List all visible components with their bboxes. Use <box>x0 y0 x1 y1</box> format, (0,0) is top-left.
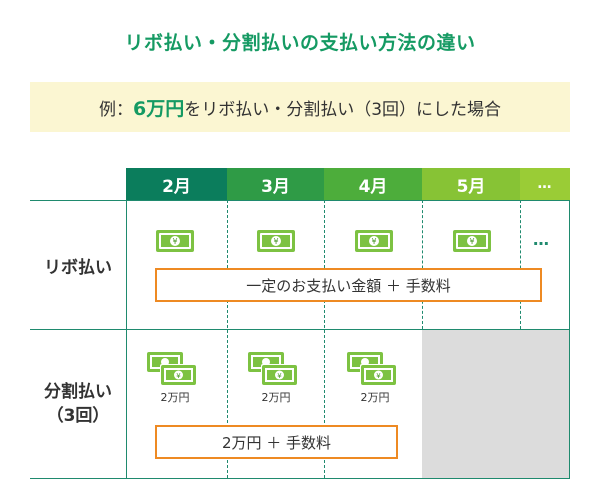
svg-text:¥: ¥ <box>172 237 177 246</box>
example-banner: 例： 6万円 をリボ払い・分割払い（3回）にした場合 <box>30 82 570 132</box>
svg-text:¥: ¥ <box>371 237 376 246</box>
svg-text:¥: ¥ <box>273 237 278 246</box>
money-bill-icon: ¥ <box>453 230 491 252</box>
svg-text:¥: ¥ <box>176 372 181 380</box>
svg-text:¥: ¥ <box>376 372 381 380</box>
installment-payment-bar: 2万円 ＋ 手数料 <box>155 425 398 459</box>
svg-text:¥: ¥ <box>277 372 282 380</box>
row-label-installment-line2: （3回） <box>46 406 110 426</box>
money-bill-stack-icon: ¥ <box>248 352 298 386</box>
example-suffix: をリボ払い・分割払い（3回）にした場合 <box>184 99 502 120</box>
schedule-grid <box>126 200 570 479</box>
grid-line-middle <box>30 329 570 330</box>
svg-text:¥: ¥ <box>469 237 474 246</box>
money-bill-icon: ¥ <box>355 230 393 252</box>
money-bill-stack-icon: ¥ <box>347 352 397 386</box>
money-bill-icon: ¥ <box>257 230 295 252</box>
month-header-mar: 3月 <box>227 168 324 200</box>
empty-cells <box>422 330 569 478</box>
row-label-revo: リボ払い <box>44 258 112 278</box>
money-bill-stack-icon: ¥ <box>147 352 197 386</box>
row-label-installment: 分割払い （3回） <box>30 380 126 428</box>
column-divider <box>422 200 423 329</box>
month-header-may: 5月 <box>422 168 520 200</box>
installment-amount-apr: 2万円 <box>360 391 390 404</box>
month-header-more: … <box>520 168 570 200</box>
row-label-installment-line1: 分割払い <box>44 382 112 402</box>
example-amount: 6万円 <box>132 97 185 120</box>
example-prefix: 例： <box>98 99 133 120</box>
money-bill-icon: ¥ <box>156 230 194 252</box>
month-header-apr: 4月 <box>324 168 422 200</box>
installment-amount-feb: 2万円 <box>160 391 190 404</box>
month-header-feb: 2月 <box>126 168 227 200</box>
continue-indicator: … <box>533 230 550 249</box>
column-divider <box>520 200 521 329</box>
column-divider <box>227 200 228 478</box>
grid-line-bottom <box>30 478 126 479</box>
installment-amount-mar: 2万円 <box>261 391 291 404</box>
revo-payment-bar: 一定のお支払い金額 ＋ 手数料 <box>155 268 542 302</box>
diagram-title: リボ払い・分割払いの支払い方法の違い <box>124 32 476 54</box>
grid-line-top <box>30 200 570 201</box>
column-divider <box>324 200 325 478</box>
